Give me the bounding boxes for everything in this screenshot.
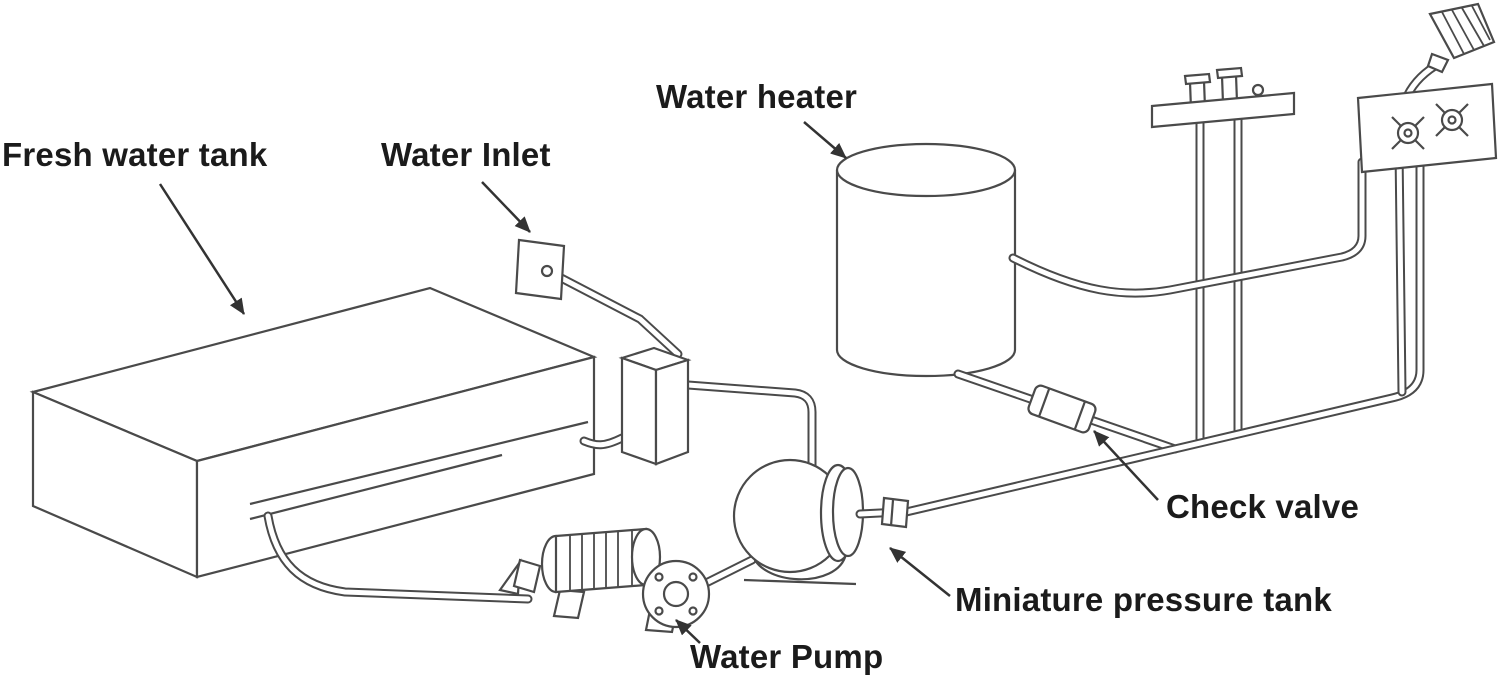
wall-plate (1356, 82, 1498, 174)
shower-head (1426, 2, 1496, 74)
pump-foot (552, 588, 586, 620)
label-check-valve: Check valve (1166, 488, 1359, 525)
arrow-water-heater (803, 121, 847, 159)
tank-water-line (249, 453, 503, 521)
faucet-wall-plate (1356, 82, 1498, 174)
fresh-water-tank (29, 286, 598, 579)
water-inlet-plate (514, 238, 566, 301)
tank-water-line (249, 420, 589, 506)
sink-fixture (1150, 66, 1296, 129)
label-water-pump: Water Pump (690, 638, 884, 675)
arrow-water-pump (675, 619, 701, 644)
miniature-pressure-tank (732, 458, 910, 586)
label-fresh-water-tank: Fresh water tank (2, 136, 268, 173)
check-valve (1027, 384, 1097, 434)
tank-front-face (195, 355, 596, 579)
inlet-valve-box (618, 346, 692, 466)
heater-top (835, 142, 1017, 198)
arrow-check-valve (1093, 430, 1159, 501)
pressure-tank-nut (880, 496, 910, 529)
inlet-fitting (540, 264, 554, 278)
label-water-heater: Water heater (656, 78, 858, 115)
water-pump (498, 527, 711, 634)
arrow-water-inlet (481, 181, 531, 233)
arrow-pressure-tank (889, 547, 951, 597)
sink-mount-plate (1150, 91, 1296, 129)
label-water-inlet: Water Inlet (381, 136, 551, 173)
water-heater (835, 142, 1017, 378)
label-miniature-pressure-tank: Miniature pressure tank (955, 581, 1332, 618)
label-arrows (158, 121, 1159, 644)
arrow-fresh-water-tank (158, 183, 246, 315)
pipes-supply (263, 263, 817, 604)
